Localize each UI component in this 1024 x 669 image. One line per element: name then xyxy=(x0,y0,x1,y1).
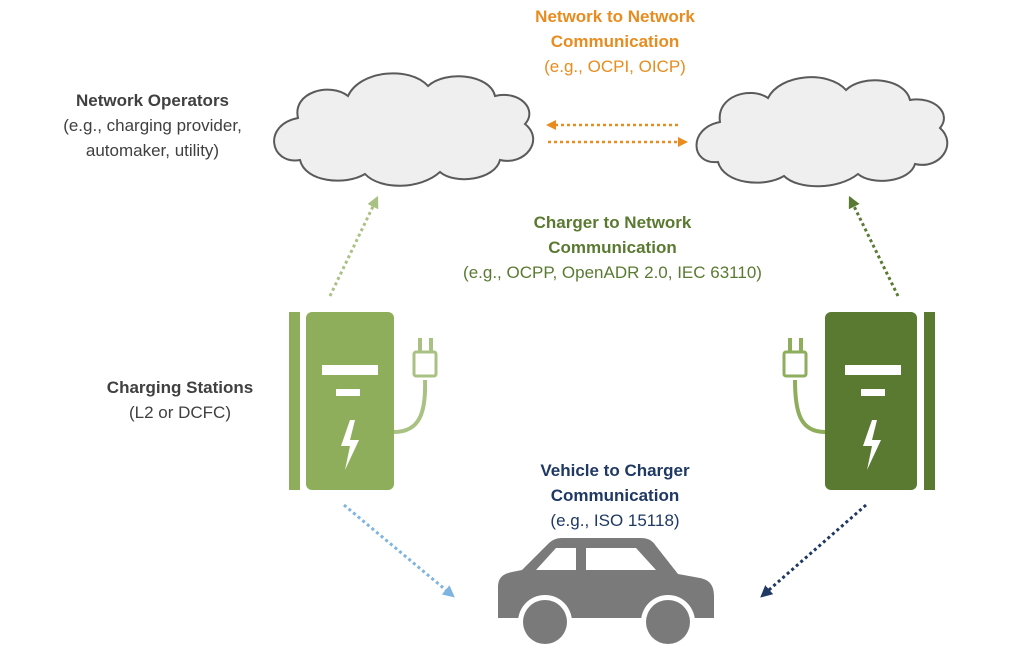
left-cloud-icon xyxy=(273,72,535,187)
left-vehicle-to-charger-arrow xyxy=(343,503,455,598)
charging-stations-title: Charging Stations xyxy=(106,378,254,397)
vehicle-to-charger-title-line1: Vehicle to Charger xyxy=(540,461,690,480)
network-to-network-subtitle: (e.g., OCPI, OICP) xyxy=(544,57,686,76)
charging-stations-subtitle: (L2 or DCFC) xyxy=(128,403,231,422)
left-charger-to-network-arrow xyxy=(328,195,379,297)
charger-to-network-title-line2: Communication xyxy=(548,238,677,257)
network-operators-subtitle-line2: automaker, utility) xyxy=(85,141,220,160)
right-charger-to-network-arrow xyxy=(848,195,900,297)
car-icon xyxy=(498,538,714,649)
network-operators-title: Network Operators xyxy=(75,91,230,110)
right-cloud-icon xyxy=(695,76,949,188)
charging-stations-label: Charging Stations (L2 or DCFC) xyxy=(80,375,280,425)
network-operators-label: Network Operators (e.g., charging provid… xyxy=(20,88,285,163)
charger-to-network-label: Charger to Network Communication (e.g., … xyxy=(400,210,825,285)
network-operators-subtitle-line1: (e.g., charging provider, xyxy=(63,116,242,135)
network-to-network-title-line2: Communication xyxy=(550,32,680,51)
vehicle-to-charger-title-line2: Communication xyxy=(550,486,680,505)
charger-to-network-subtitle: (e.g., OCPP, OpenADR 2.0, IEC 63110) xyxy=(463,263,762,282)
left-charging-station-icon xyxy=(289,312,438,490)
right-vehicle-to-charger-arrow xyxy=(760,503,867,598)
charger-to-network-title-line1: Charger to Network xyxy=(533,213,692,232)
network-to-network-label: Network to Network Communication (e.g., … xyxy=(470,4,760,79)
network-to-network-title-line1: Network to Network xyxy=(535,7,695,26)
vehicle-to-charger-label: Vehicle to Charger Communication (e.g., … xyxy=(470,458,760,533)
vehicle-to-charger-subtitle: (e.g., ISO 15118) xyxy=(550,511,680,530)
right-charging-station-icon xyxy=(782,312,935,490)
